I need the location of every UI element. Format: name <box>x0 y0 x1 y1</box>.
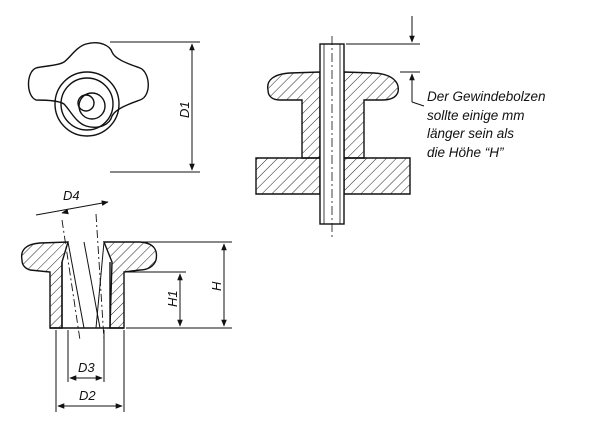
overhang-leader <box>411 101 425 107</box>
base-plate-right <box>343 157 411 195</box>
mounted-view <box>255 36 411 240</box>
diameter-dimensions <box>55 330 125 412</box>
d4-axis-right <box>95 213 105 341</box>
bore-circle <box>77 94 95 112</box>
d4-axis-left <box>61 219 81 341</box>
note-line-4: die Höhe “H” <box>427 144 504 160</box>
top-view <box>27 41 200 173</box>
note-line-2: sollte einige mm <box>427 107 525 123</box>
insert-line-3 <box>95 241 105 329</box>
star-knob-outline <box>27 42 149 128</box>
note-line-3: länger sein als <box>427 126 515 141</box>
knob-section-right <box>102 241 158 329</box>
d4-dimension <box>35 200 109 216</box>
d3-label: D3 <box>78 360 95 375</box>
base-plate-left <box>255 157 321 195</box>
section-view <box>20 213 158 341</box>
mounted-knob-right <box>343 71 399 159</box>
mounted-knob-left <box>267 71 321 159</box>
d4-dimension-arrow-2 <box>61 208 69 215</box>
stud-length-note: Der Gewindebolzen sollte einige mm länge… <box>427 88 597 162</box>
d4-label: D4 <box>63 188 80 203</box>
d2-label: D2 <box>79 388 96 403</box>
d4-dimension-line <box>35 200 109 216</box>
stud-overhang-dimension <box>346 16 425 107</box>
note-line-1: Der Gewindebolzen <box>427 89 546 104</box>
hub-ring-b <box>60 77 114 131</box>
h-label: H <box>209 281 224 291</box>
hub-ring-a <box>54 71 120 137</box>
height-dimensions <box>126 241 232 329</box>
d1-label: D1 <box>177 101 192 118</box>
h1-label: H1 <box>165 290 180 307</box>
knob-section-left <box>20 241 69 329</box>
hub-outer-ring <box>87 103 89 105</box>
insert-line-1 <box>67 241 85 329</box>
